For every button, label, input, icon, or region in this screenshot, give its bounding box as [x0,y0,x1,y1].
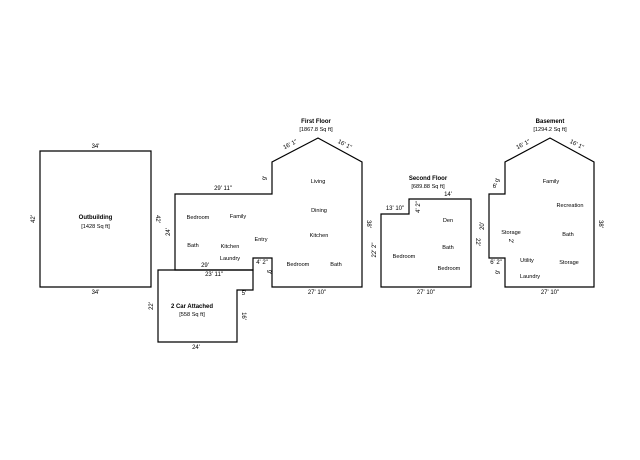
room-recreation: Recreation [556,203,583,209]
room-bath-3: Bath [442,245,454,251]
outbuilding-dim-bottom: 34' [92,290,100,296]
basement-dim-step: 9' [496,178,502,182]
first-floor-dim-jog-side: 9' [265,270,271,274]
room-laundry-b: Laundry [520,274,540,280]
second-floor-dim-left: 22' 2" [372,243,378,258]
basement-area: [1294.2 Sq ft] [533,127,567,133]
garage-area: [558 Sq ft] [179,312,205,318]
basement-dim-notch: 6' 2" [490,260,502,266]
garage-outline [157,269,254,343]
outbuilding-outline [39,150,152,288]
second-floor-dim-right: 22' [474,238,480,246]
room-bedroom-3: Bedroom [393,254,416,260]
garage: 2 Car Attached [558 Sq ft] 23' 11" 22' 2… [149,269,254,351]
second-floor-area: [689.88 Sq ft] [411,184,445,190]
first-floor-dim-right: 38' [365,220,371,228]
basement-dim-right: 38' [597,220,603,228]
room-utility: Utility [520,258,534,264]
room-bedroom-4: Bedroom [438,266,461,272]
room-storage: Storage [501,230,521,236]
room-bath-2: Bath [330,262,342,268]
garage-dim-right: 16' [240,312,246,320]
first-floor-dim-jog: 4' 2" [256,260,268,266]
room-kitchen-2: Kitchen [221,244,240,250]
room-living: Living [311,179,326,185]
basement-dim-left: 20' [480,222,486,230]
room-laundry: Laundry [220,256,240,262]
second-floor-dim-bottom: 27' 10" [417,290,435,296]
outbuilding-dim-top: 34' [92,144,100,150]
room-family-b: Family [543,179,560,185]
first-floor-area: [1867.8 Sq ft] [299,127,333,133]
first-floor-dim-left-side: 24' [166,228,172,236]
first-floor-dim-bottom-left: 29' [201,263,209,269]
basement: Basement [1294.2 Sq ft] 16' 1" 16' 1" 9'… [480,119,603,296]
second-floor-dim-left-top: 13' 10" [386,206,404,212]
garage-title: 2 Car Attached [171,304,213,310]
basement-title: Basement [536,119,565,125]
outbuilding: Outbuilding [1428 Sq ft] 34' 34' 42' 42' [31,144,160,296]
room-storage-2: Storage [559,260,579,266]
garage-dim-bottom: 24' [192,345,200,351]
second-floor-title: Second Floor [409,176,448,182]
outbuilding-area: [1428 Sq ft] [81,224,110,230]
garage-dim-left: 22' [149,302,155,310]
room-bedroom: Bedroom [187,215,210,221]
first-floor-dim-left-top: 29' 11" [214,186,232,192]
first-floor-title: First Floor [301,119,331,125]
room-bath: Bath [187,243,199,249]
second-floor-dim-top: 14' [444,192,452,198]
basement-dim-notch-side: 9' [496,270,502,274]
room-entry: Entry [254,237,267,243]
outbuilding-dim-right: 42' [154,215,160,223]
basement-dim-mid: 2' [507,239,513,243]
basement-dim-step2: 6' [493,184,497,190]
outbuilding-dim-left: 42' [31,215,37,223]
garage-dim-top: 23' 11" [205,272,223,278]
room-family: Family [230,214,247,220]
room-den: Den [443,218,453,224]
second-floor: Second Floor [689.88 Sq ft] 14' 13' 10" … [372,176,480,296]
first-floor-dim-bottom: 27' 10" [308,290,326,296]
room-bath-b: Bath [562,232,574,238]
basement-dim-bottom: 27' 10" [541,290,559,296]
basement-outline [488,137,595,288]
second-floor-dim-step: 4' 2" [416,201,422,213]
outbuilding-title: Outbuilding [79,215,113,221]
room-bedroom-2: Bedroom [287,262,310,268]
first-floor-dim-step: 9' [263,176,269,180]
garage-dim-notch: 5' [242,291,246,297]
second-floor-outline [380,198,472,288]
room-dining: Dining [311,208,327,214]
room-kitchen: Kitchen [310,233,329,239]
